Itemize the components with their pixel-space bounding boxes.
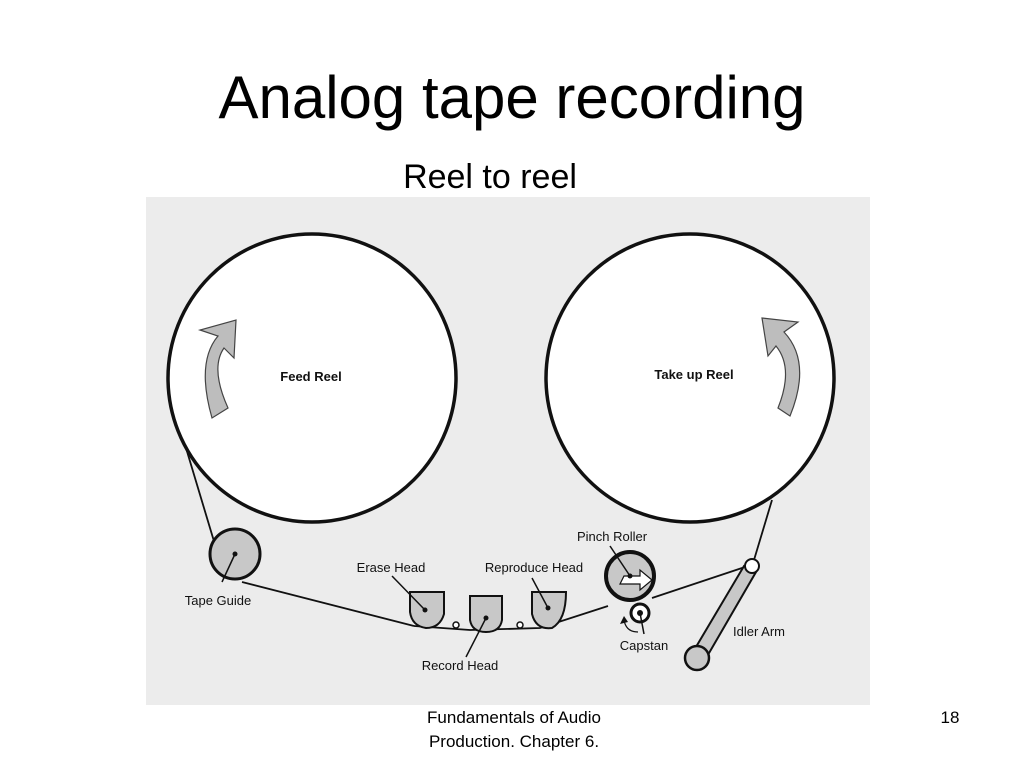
pinch-roller-rotation-arrow-icon: [619, 568, 653, 592]
tape-segment: [413, 605, 609, 631]
record-head: Record Head: [422, 595, 503, 673]
footer-source-line1: Fundamentals of Audio: [427, 708, 601, 727]
feed-reel-label: Feed Reel: [280, 369, 341, 384]
reproduce-head-label: Reproduce Head: [485, 560, 583, 575]
tape-segment: [241, 581, 415, 627]
reproduce-head: Reproduce Head: [485, 560, 583, 630]
footer-source-line2: Production. Chapter 6.: [428, 732, 600, 751]
slide-subtitle: Reel to reel: [403, 158, 577, 196]
feed-reel: Feed Reel: [166, 232, 458, 524]
take-up-reel-label: Take up Reel: [654, 367, 733, 382]
feed-reel-curved-arrow-icon: [197, 319, 237, 419]
guide-pin: [516, 621, 524, 629]
tape-segment: [753, 499, 773, 561]
slide-title: Analog tape recording: [218, 64, 806, 131]
capstan: Capstan: [620, 602, 668, 653]
footer-source: Fundamentals of Audio Production. Chapte…: [400, 706, 628, 754]
erase-head-label: Erase Head: [357, 560, 426, 575]
page-number: 18: [940, 708, 960, 727]
tape-guide-label: Tape Guide: [185, 593, 252, 608]
take-up-reel: Take up Reel: [544, 232, 836, 524]
tape-segment: [651, 565, 749, 599]
capstan-label: Capstan: [620, 638, 668, 653]
guide-pin: [452, 621, 460, 629]
pinch-roller: Pinch Roller: [577, 529, 656, 602]
record-head-label: Record Head: [422, 658, 499, 673]
pinch-roller-label: Pinch Roller: [577, 529, 648, 544]
tape-path: [185, 447, 773, 631]
idler-arm: Idler Arm: [683, 558, 785, 672]
tape-guide: Tape Guide: [185, 527, 262, 608]
tape-path-diagram: Feed Reel Take up Reel Tape Guide Erase …: [166, 232, 836, 673]
erase-head: Erase Head: [357, 560, 445, 630]
take-up-reel-curved-arrow-icon: [761, 317, 801, 417]
idler-arm-label: Idler Arm: [733, 624, 785, 639]
tape-segment: [185, 447, 217, 549]
